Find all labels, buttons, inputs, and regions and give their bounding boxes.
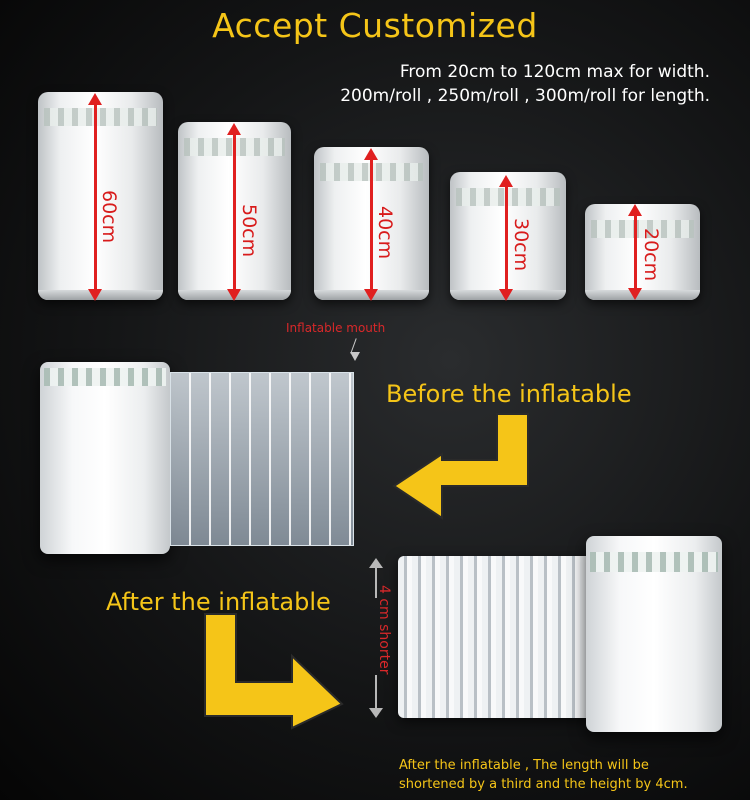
length-options-text: 200m/roll , 250m/roll , 300m/roll for le… xyxy=(340,86,710,106)
height-arrow-40cm xyxy=(364,148,378,301)
arrow-down-icon xyxy=(369,708,383,718)
roll-20cm xyxy=(585,204,700,300)
after-inflatable-label: After the inflatable xyxy=(106,588,331,616)
height-arrow-50cm xyxy=(227,123,241,301)
height-arrow-20cm xyxy=(628,204,642,300)
width-range-text: From 20cm to 120cm max for width. xyxy=(399,62,710,82)
shorter-arrow-top xyxy=(375,566,377,598)
flat-sheet xyxy=(170,372,354,546)
uninflated-roll xyxy=(40,362,170,554)
arrow-up-icon xyxy=(369,558,383,568)
inflated-roll-valve-strip xyxy=(590,552,718,572)
note-line-2: shortened by a third and the height by 4… xyxy=(399,777,688,792)
shorter-arrow-bottom xyxy=(375,675,377,711)
inflated-tubes xyxy=(398,556,598,718)
roll-valve-strip xyxy=(44,368,166,386)
mouth-pointer-icon xyxy=(350,352,360,361)
note-line-1: After the inflatable , The length will b… xyxy=(399,758,649,773)
before-arrow-icon xyxy=(392,413,529,520)
before-inflatable-label: Before the inflatable xyxy=(386,380,632,408)
height-arrow-30cm xyxy=(499,175,513,301)
inflatable-mouth-label: Inflatable mouth xyxy=(286,321,386,335)
after-arrow-icon xyxy=(204,613,344,730)
banner-title: Accept Customized xyxy=(212,6,538,45)
height-arrow-60cm xyxy=(88,93,102,301)
